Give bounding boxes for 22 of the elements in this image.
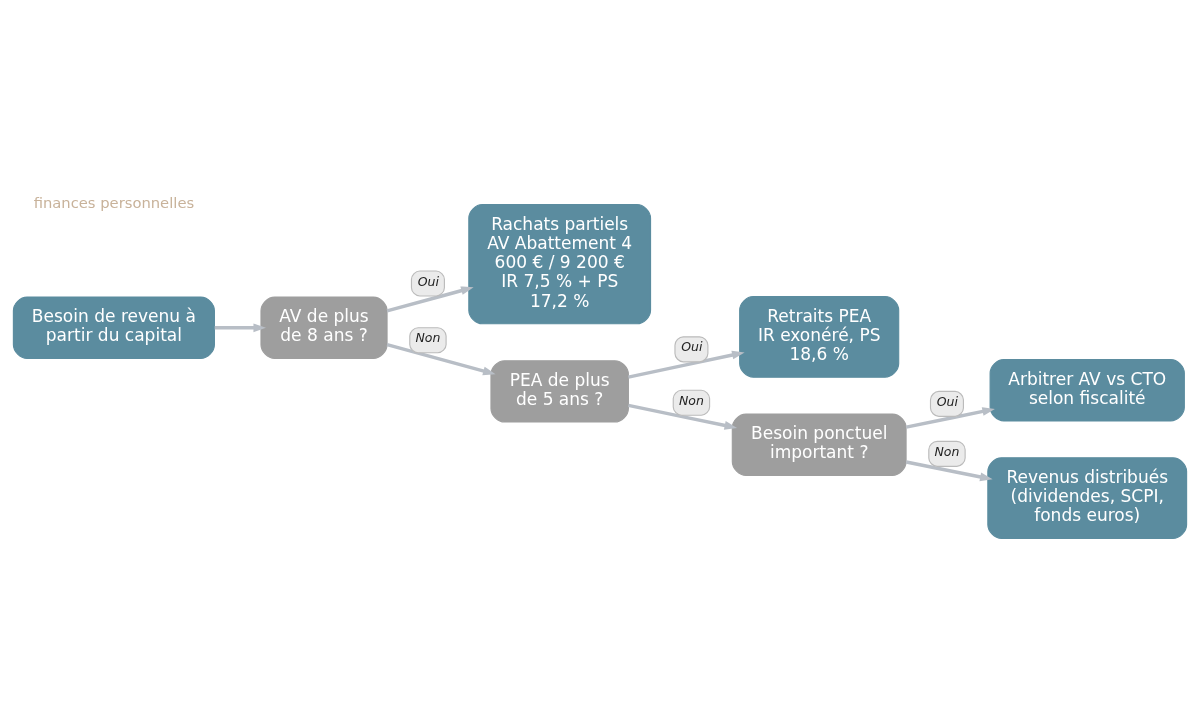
edge-label: Oui [936, 393, 958, 409]
edge-label: Non [678, 392, 704, 408]
arrow [905, 459, 993, 481]
node-box: Besoin ponctuel important ? [731, 413, 907, 476]
node-box: Arbitrer AV vs CTO selon fiscalité [989, 358, 1185, 421]
node-box: PEA de plus de 5 ans ? [490, 359, 629, 423]
edge-label: Non [934, 443, 960, 459]
arrow [386, 285, 474, 313]
label: finances personnelles [33, 193, 195, 211]
edge-label: Oui [417, 273, 439, 289]
node-box: Rachats partiels AV Abattement 4 600 € / 9 200 € IR 7,5 % + PS 17,2 % [468, 203, 652, 324]
node-box: Retraits PEA IR exonéré, PS 18,6 % [739, 295, 900, 378]
arrow [214, 322, 266, 332]
edge-label: Non [415, 329, 441, 345]
arrow [386, 342, 496, 375]
node-box: Revenus distribués (dividendes, SCPI, fonds euros) [987, 456, 1188, 539]
arrow [628, 403, 738, 430]
node-box: Besoin de revenu à partir du capital [12, 296, 215, 359]
node-box: AV de plus de 8 ans ? [260, 296, 388, 359]
edge-label: Oui [681, 338, 703, 354]
arrow [905, 406, 995, 429]
arrow [628, 350, 745, 379]
